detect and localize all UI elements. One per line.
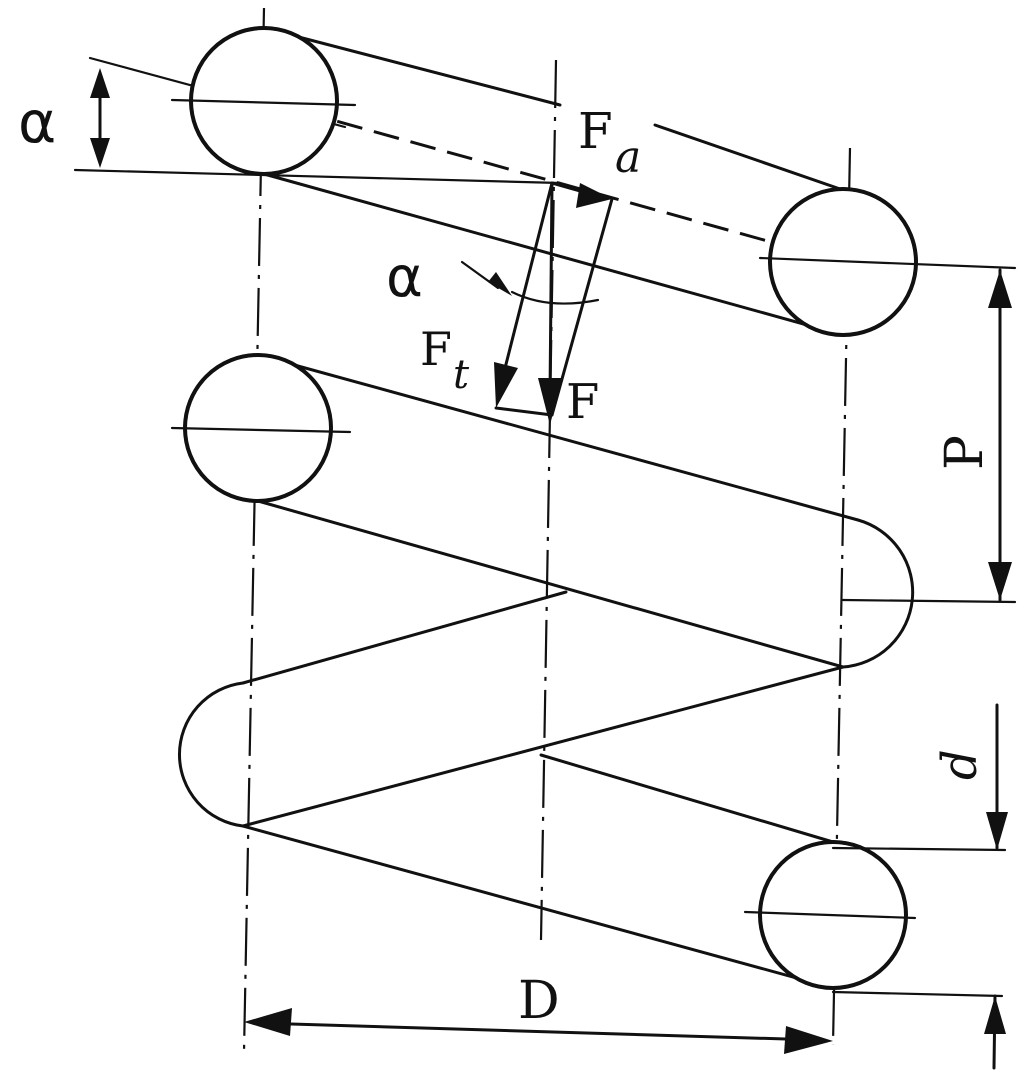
alpha-angle-marker [90,68,110,168]
spring-outline [73,26,915,990]
wire-section-top-right [758,187,1017,337]
wire-diameter-dimension [831,703,1008,1070]
wire-section-mid-left [170,353,352,503]
label-alpha-inner: α [386,245,423,310]
label-force-tangential: F t [420,322,470,398]
wire-section-bottom-right [743,840,917,990]
svg-text:F: F [578,102,613,160]
label-alpha-left: α [18,88,56,156]
force-vectors [460,181,614,425]
label-pitch: P [935,435,995,470]
center-axes [242,7,852,1053]
label-force-total: F [566,374,599,430]
label-wire-diameter: d [932,749,988,780]
svg-text:t: t [453,352,470,398]
pitch-dimension [841,268,1017,604]
wire-section-top-left [170,26,357,176]
svg-text:F: F [420,322,452,376]
label-coil-diameter: D [518,971,560,1031]
svg-text:a: a [615,132,641,183]
label-force-axial: F a [578,102,641,183]
coil-diameter-dimension [244,1008,833,1054]
